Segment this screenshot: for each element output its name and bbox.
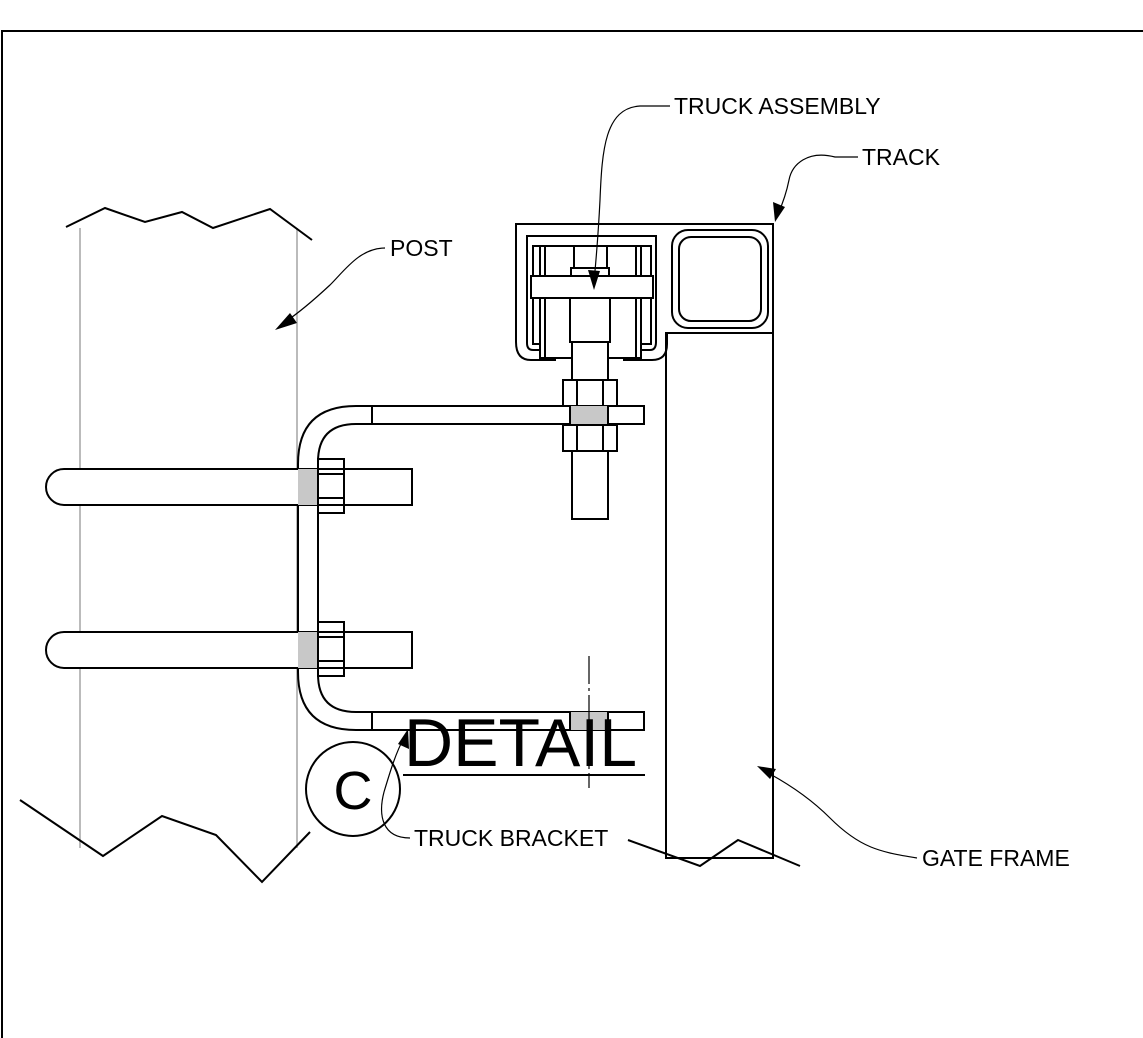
callout-gate-frame: GATE FRAME xyxy=(757,766,1070,871)
detail-title: C DETAIL xyxy=(305,705,645,837)
detail-letter: C xyxy=(334,761,373,821)
track xyxy=(515,223,774,361)
callout-track: TRACK xyxy=(773,144,941,222)
callout-truck-bracket: TRUCK BRACKET xyxy=(381,729,608,851)
truck-assembly xyxy=(530,245,654,520)
label-track: TRACK xyxy=(862,144,941,170)
post xyxy=(19,206,313,884)
gate-frame xyxy=(627,332,801,868)
label-post: POST xyxy=(390,235,453,261)
label-truck-assembly: TRUCK ASSEMBLY xyxy=(674,93,881,119)
truck-bracket xyxy=(297,405,645,788)
label-truck-bracket: TRUCK BRACKET xyxy=(414,825,608,851)
sheet-border xyxy=(1,30,1143,1038)
detail-word: DETAIL xyxy=(404,705,637,781)
detail-bubble xyxy=(305,741,401,837)
u-bolt-lower xyxy=(45,621,413,677)
callout-truck-assembly: TRUCK ASSEMBLY xyxy=(588,93,881,290)
label-gate-frame: GATE FRAME xyxy=(922,845,1070,871)
u-bolt-upper xyxy=(45,458,413,514)
callout-post: POST xyxy=(275,235,453,330)
